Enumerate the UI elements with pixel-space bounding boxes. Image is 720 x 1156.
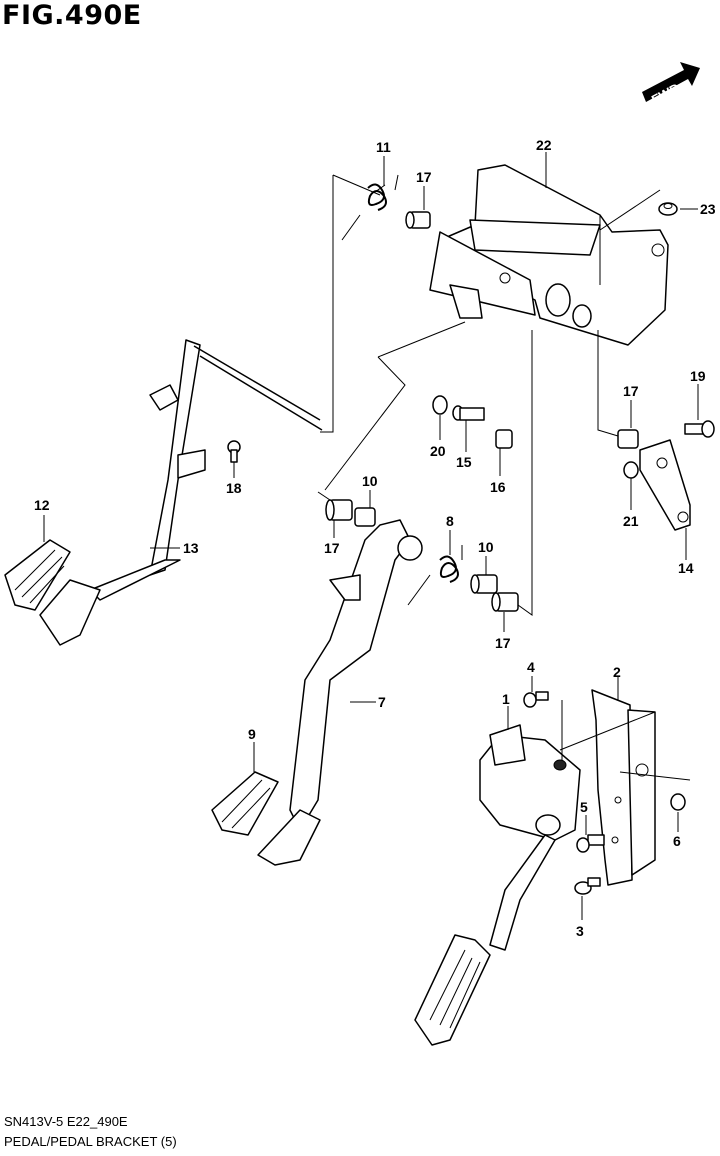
bushing-part-10 [354,507,376,527]
callout-5: 5 [580,799,588,815]
callout-15: 15 [456,454,472,470]
callout-1: 1 [502,691,510,707]
callout-17: 17 [623,383,639,399]
fwd-label: FWD [649,80,682,107]
callout-2: 2 [613,664,621,680]
callout-11: 11 [376,139,391,155]
fwd-arrow-icon: FWD [642,62,700,107]
callout-21: 21 [623,513,639,529]
bushing-part-17 [491,592,519,612]
bushing-part-17 [405,211,431,229]
brake-pedal-part-7 [289,519,423,831]
callout-8: 8 [446,513,454,529]
bushing-part-17 [617,429,639,449]
return-spring-part-11 [341,174,399,241]
callout-10: 10 [478,539,494,555]
callout-17: 17 [416,169,432,185]
callout-16: 16 [490,479,506,495]
callout-12: 12 [34,497,50,513]
callout-9: 9 [248,726,256,742]
callout-17: 17 [324,540,340,556]
brake-pedal-pad [257,809,321,866]
bushing-part-17 [325,499,353,521]
nut-part-23 [658,202,678,216]
pedal-pad-part-9 [211,771,279,836]
collar-part-16 [495,429,513,449]
callout-3: 3 [576,923,584,939]
callout-6: 6 [673,833,681,849]
bracket-part-2 [591,689,656,886]
clutch-pedal-pad [39,579,101,646]
callout-19: 19 [690,368,706,384]
bolt-part-5 [576,834,605,853]
callout-7: 7 [378,694,386,710]
assembly-lines [317,174,691,781]
callout-labels: 11 17 22 23 19 17 21 14 20 15 16 18 12 1… [34,137,716,939]
callout-13: 13 [183,540,199,556]
accelerator-pedal-part-1 [414,724,581,1046]
callout-leaders [43,152,699,920]
callout-14: 14 [678,560,694,576]
bolt-part-3 [574,877,601,895]
callout-20: 20 [430,443,446,459]
clutch-pedal-part-13 [89,339,323,601]
pedal-bracket [429,164,669,346]
bolt-part-15 [452,405,485,421]
callout-10: 10 [362,473,378,489]
bolt-part-18 [227,440,241,463]
callout-23: 23 [700,201,716,217]
figure-description: PEDAL/PEDAL BRACKET (5) [4,1134,177,1149]
return-spring-part-8 [407,545,463,606]
callout-18: 18 [226,480,242,496]
figure-code: SN413V-5 E22_490E [4,1114,128,1129]
callout-17: 17 [495,635,511,651]
callout-4: 4 [527,659,535,675]
bolt-part-19 [684,420,715,438]
bolt-part-4 [523,691,549,708]
callout-22: 22 [536,137,552,153]
nut-part-20 [432,395,448,415]
bushing-part-10 [470,574,498,594]
nut-part-6 [670,793,686,811]
figure-title: FIG.490E [2,0,142,31]
bracket-part-14 [639,439,691,531]
pedal-pad-part-12 [4,539,71,611]
nut-part-21 [623,461,639,479]
